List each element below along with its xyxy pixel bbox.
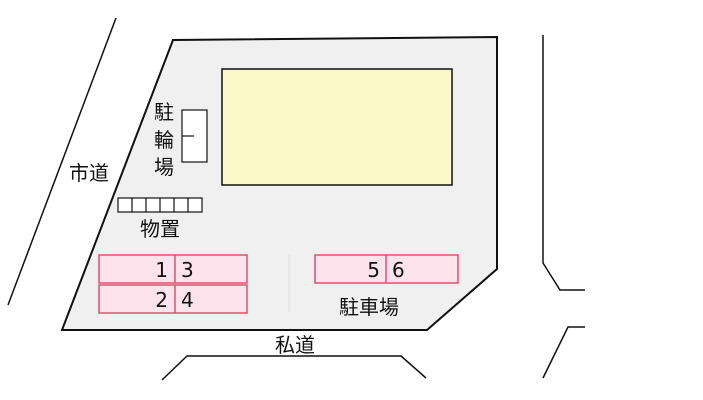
- parking-space-5-6: 5 6: [314, 254, 459, 284]
- storage-units: [117, 197, 203, 213]
- private-road-label: 私道: [275, 333, 315, 357]
- parking-number-1: 1: [155, 258, 168, 282]
- bicycle-parking-label-1: 駐: [154, 100, 174, 124]
- building: [221, 68, 453, 186]
- storage-label: 物置: [140, 217, 180, 241]
- parking-number-4: 4: [181, 288, 194, 312]
- parking-lot-label: 駐車場: [339, 295, 399, 319]
- bicycle-parking-label-3: 場: [154, 155, 174, 179]
- bicycle-parking-label-2: 輪: [154, 128, 174, 152]
- city-road-label: 市道: [69, 161, 109, 185]
- right-road-edge-upper: [542, 35, 585, 291]
- parking-number-2: 2: [155, 288, 168, 312]
- city-road-line: [7, 17, 117, 306]
- private-road-edge: [161, 355, 427, 381]
- parking-space-1-3: 1 3: [98, 254, 248, 284]
- parking-number-3: 3: [181, 258, 194, 282]
- right-road-edge-lower: [542, 326, 585, 379]
- parking-number-6: 6: [392, 258, 405, 282]
- parking-space-2-4: 2 4: [98, 284, 248, 314]
- parking-number-5: 5: [367, 258, 380, 282]
